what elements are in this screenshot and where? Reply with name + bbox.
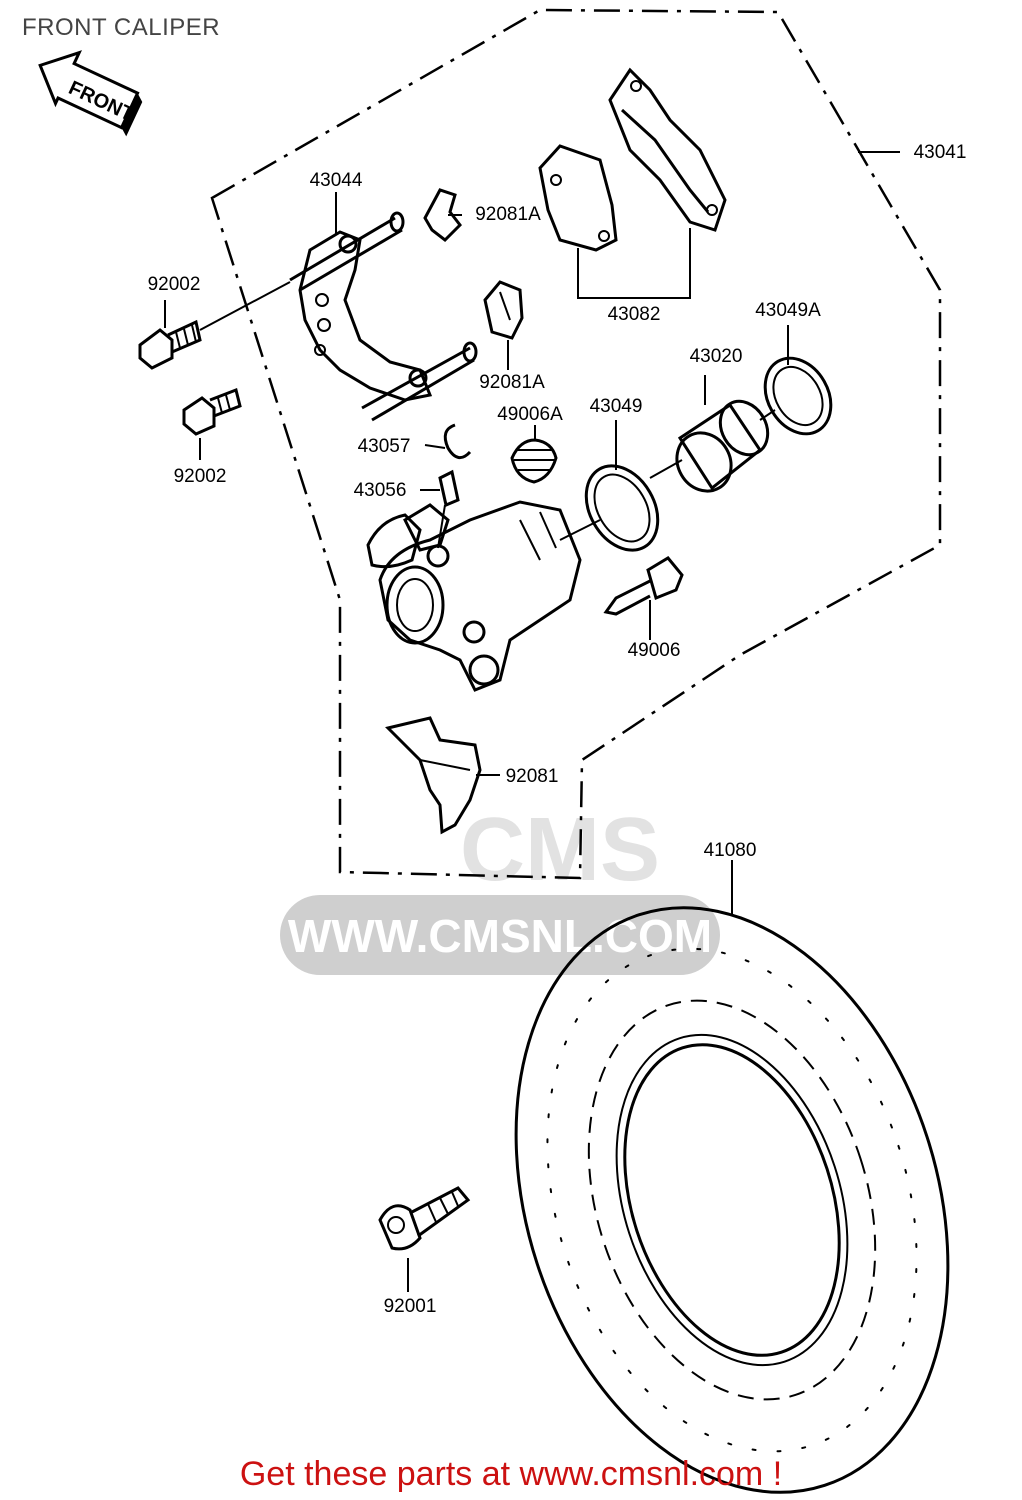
label-43057: 43057 [358, 436, 411, 457]
label-92081a-top: 92081A [475, 204, 541, 225]
pad-spring-92081 [385, 716, 482, 835]
label-43082: 43082 [608, 304, 661, 325]
label-43049: 43049 [590, 396, 643, 417]
part-labels: 43041 43044 92081A 92002 43082 43049A 43… [148, 142, 967, 1317]
label-43020: 43020 [690, 346, 743, 367]
bolt-92002-top [138, 281, 291, 370]
label-49006a: 49006A [497, 404, 563, 425]
brake-pads [538, 67, 727, 252]
footer-link-text[interactable]: Get these parts at www.cmsnl.com ! [239, 1455, 783, 1493]
leader-lines [164, 151, 900, 1292]
bolt-92001 [378, 1186, 471, 1251]
caliper-body [366, 500, 582, 692]
brake-disc [514, 906, 950, 1494]
seal-43049 [559, 464, 660, 552]
page-title: FRONT CALIPER [22, 14, 221, 41]
label-92002-top: 92002 [148, 274, 201, 295]
front-arrow: FRONT [38, 50, 143, 137]
watermark-text: WWW.CMSNL.COM [288, 910, 712, 962]
boot-49006a [510, 438, 558, 484]
watermark-logo: CMS [460, 800, 660, 900]
label-92081a-mid: 92081A [479, 372, 545, 393]
piston-43020 [649, 399, 770, 493]
label-41080: 41080 [704, 840, 757, 861]
label-49006: 49006 [628, 640, 681, 661]
label-92001: 92001 [384, 1296, 437, 1317]
label-92002-bottom: 92002 [174, 466, 227, 487]
bolt-92002-bottom [182, 387, 242, 436]
caliper-assembly-outline [210, 8, 942, 880]
label-43049a: 43049A [755, 300, 821, 321]
bolt-49006 [603, 556, 684, 616]
clip-43057 [424, 423, 472, 460]
cmsnl-watermark: WWW.CMSNL.COM CMS [280, 800, 720, 975]
label-43044: 43044 [310, 170, 363, 191]
label-92081: 92081 [506, 766, 559, 787]
dust-seal-43049a [759, 356, 833, 436]
caliper-bracket [289, 211, 478, 422]
bleeder-43056 [420, 469, 460, 549]
pad-spring-top [423, 188, 462, 242]
label-43056: 43056 [354, 480, 407, 501]
pad-spring-mid [483, 280, 524, 340]
label-43041: 43041 [914, 142, 967, 163]
